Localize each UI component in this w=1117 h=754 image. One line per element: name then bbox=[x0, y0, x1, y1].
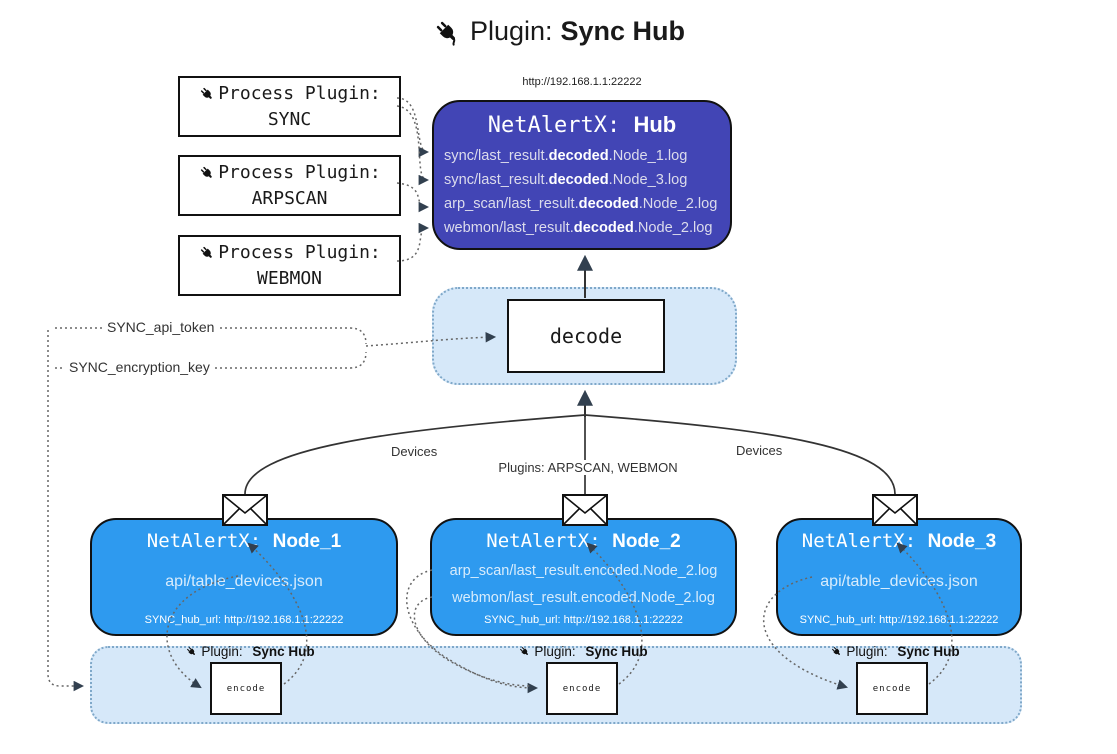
process-plugin-label: Process Plugin: bbox=[218, 161, 381, 183]
process-plugin-name: ARPSCAN bbox=[251, 187, 328, 209]
node-hub-url: SYNC_hub_url: http://192.168.1.1:22222 bbox=[144, 614, 344, 626]
plugins-center-label: Plugins: ARPSCAN, WEBMON bbox=[492, 460, 684, 475]
process-plugin-box-arpscan: Process Plugin: ARPSCAN bbox=[178, 155, 401, 216]
envelope-icon bbox=[562, 494, 608, 526]
node-title: NetAlertX: Node_1 bbox=[146, 530, 342, 552]
process-plugin-name: WEBMON bbox=[256, 267, 323, 289]
page-title: Plugin: Sync Hub bbox=[0, 16, 1117, 47]
hub-box: NetAlertX: Hub sync/last_result.decoded.… bbox=[432, 100, 732, 250]
devices-right-label: Devices bbox=[733, 443, 786, 458]
encoder-plugin-label: Plugin: Sync Hub bbox=[155, 644, 345, 659]
node-2-box: NetAlertX: Node_2 arp_scan/last_result.e… bbox=[430, 518, 737, 636]
node-file-line: arp_scan/last_result.encoded.Node_2.log bbox=[449, 563, 718, 579]
process-plugin-box-sync: Process Plugin: SYNC bbox=[178, 76, 401, 137]
title-name: Sync Hub bbox=[560, 16, 686, 46]
node-title: NetAlertX: Node_2 bbox=[486, 530, 681, 552]
plug-icon bbox=[832, 647, 841, 655]
devices-left-label: Devices bbox=[388, 444, 441, 459]
encode-box: encode bbox=[856, 662, 928, 715]
title-prefix: Plugin: bbox=[469, 16, 553, 46]
envelope-icon bbox=[222, 494, 268, 526]
process-plugin-name: SYNC bbox=[267, 108, 312, 130]
node-3-box: NetAlertX: Node_3 api/table_devices.json… bbox=[776, 518, 1022, 636]
plug-icon bbox=[201, 246, 212, 258]
sync-encryption-key-label: SYNC_encryption_key bbox=[65, 359, 214, 375]
node-file-line: api/table_devices.json bbox=[820, 573, 978, 590]
hub-title: NetAlertX: Hub bbox=[487, 112, 677, 138]
encode-box: encode bbox=[546, 662, 618, 715]
encode-box: encode bbox=[210, 662, 282, 715]
plug-icon bbox=[436, 21, 456, 46]
node-file-line: webmon/last_result.encoded.Node_2.log bbox=[452, 590, 715, 606]
node-file-line: api/table_devices.json bbox=[165, 573, 323, 590]
process-plugin-label: Process Plugin: bbox=[218, 82, 381, 104]
hub-log-line: webmon/last_result.decoded.Node_2.log bbox=[444, 220, 713, 236]
hub-url-label: http://192.168.1.1:22222 bbox=[522, 76, 642, 88]
hub-log-line: sync/last_result.decoded.Node_1.log bbox=[444, 148, 688, 164]
decode-box: decode bbox=[507, 299, 665, 373]
plug-icon bbox=[187, 647, 196, 655]
plug-icon bbox=[520, 647, 529, 655]
hub-log-line: sync/last_result.decoded.Node_3.log bbox=[444, 172, 688, 188]
node-title: NetAlertX: Node_3 bbox=[801, 530, 997, 552]
encoder-plugin-label: Plugin: Sync Hub bbox=[488, 644, 678, 659]
node-hub-url: SYNC_hub_url: http://192.168.1.1:22222 bbox=[799, 614, 999, 626]
node-1-box: NetAlertX: Node_1 api/table_devices.json… bbox=[90, 518, 398, 636]
plug-icon bbox=[201, 87, 212, 99]
hub-log-line: arp_scan/last_result.decoded.Node_2.log bbox=[444, 196, 718, 212]
plug-icon bbox=[201, 166, 212, 178]
process-plugin-label: Process Plugin: bbox=[218, 241, 381, 263]
node-hub-url: SYNC_hub_url: http://192.168.1.1:22222 bbox=[484, 614, 683, 626]
sync-api-token-label: SYNC_api_token bbox=[103, 319, 219, 335]
envelope-icon bbox=[872, 494, 918, 526]
process-plugin-box-webmon: Process Plugin: WEBMON bbox=[178, 235, 401, 296]
encoder-plugin-label: Plugin: Sync Hub bbox=[800, 644, 990, 659]
